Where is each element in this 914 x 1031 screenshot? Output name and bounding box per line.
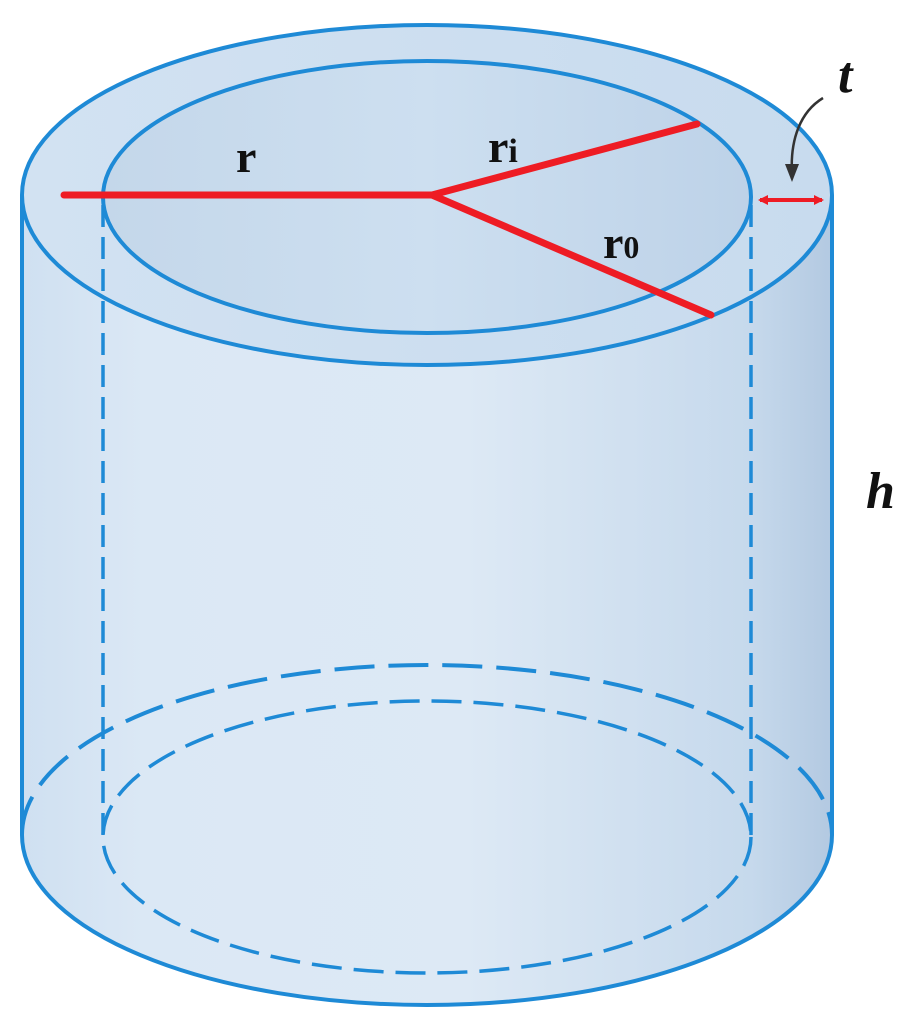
label-ro-base: r [603, 217, 623, 268]
label-ri: ri [488, 121, 518, 172]
label-ro-sub: 0 [623, 229, 639, 265]
thickness-leader-line [790, 96, 824, 175]
label-ri-sub: i [508, 133, 517, 170]
bottom-outer-front [20, 834, 834, 1007]
bottom-outer-back-hidden [20, 663, 834, 836]
label-ro: r0 [603, 217, 639, 268]
label-ri-base: r [488, 121, 508, 172]
radius-ro-line [428, 191, 715, 319]
label-t: t [838, 47, 854, 104]
cylinder-outer-body [22, 195, 832, 1005]
radius-ri-line [428, 120, 701, 199]
label-h: h [866, 463, 895, 520]
label-r: r [236, 131, 256, 182]
bottom-inner-hidden [101, 699, 753, 975]
thickness-leader-arrowhead [785, 164, 799, 182]
